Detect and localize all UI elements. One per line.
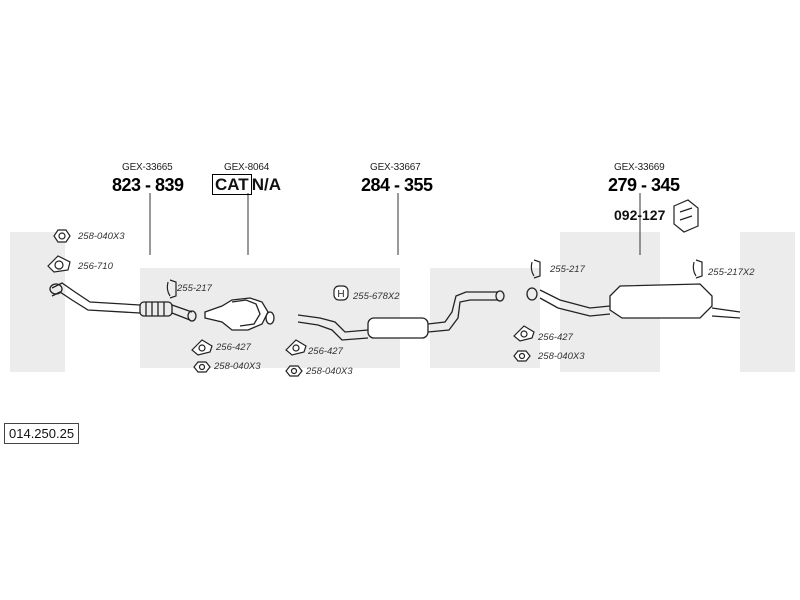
mounting-kit-code: 092-127 (614, 207, 666, 223)
part-gasket-left: 256-710 (78, 261, 113, 272)
cat-box: CAT (212, 174, 252, 195)
part-hanger-right: 255-217X2 (708, 267, 755, 278)
part-gasket-3: 256-427 (308, 346, 343, 357)
watermark-band-right (740, 232, 795, 372)
watermark-band-left (10, 232, 65, 372)
part-hanger-h: 255-678X2 (353, 291, 400, 302)
nut-icon-left (53, 229, 71, 243)
nut-icon-3 (285, 365, 303, 377)
gasket-icon-3 (285, 339, 307, 356)
part-clamp-right: 255-217 (550, 264, 585, 275)
clamp-icon-right (530, 259, 541, 279)
part-nut-2: 258-040X3 (214, 361, 261, 372)
mounting-kit-icon (673, 199, 699, 233)
nut-icon-2 (193, 361, 211, 373)
part-nut-left: 258-040X3 (78, 231, 125, 242)
clamp-icon-1 (166, 279, 177, 299)
price-range-4: 279 - 345 (608, 175, 680, 195)
rear-silencer-icon (526, 283, 741, 319)
gasket-icon-2 (191, 339, 213, 356)
part-nut-right: 258-040X3 (538, 351, 585, 362)
diagram-reference: 014.250.25 (4, 423, 80, 444)
group-code-2: GEX-8064 (224, 162, 270, 173)
part-nut-3: 258-040X3 (306, 366, 353, 377)
part-gasket-right: 256-427 (538, 332, 573, 343)
part-clamp-1: 255-217 (177, 283, 212, 294)
hanger-icon-right (692, 259, 703, 279)
group-code-4: GEX-33669 (614, 162, 665, 173)
catalytic-converter-icon (204, 297, 275, 331)
front-pipe-icon (49, 282, 197, 322)
hanger-icon-h: H (333, 285, 349, 301)
price-range-1: 823 - 839 (112, 175, 184, 195)
group-code-1: GEX-33665 (122, 162, 173, 173)
intermediate-pipe-icon (297, 290, 505, 341)
gasket-icon-left (47, 255, 71, 273)
cat-value: N/A (251, 175, 281, 194)
price-range-3: 284 - 355 (361, 175, 433, 195)
svg-text:H: H (337, 289, 344, 300)
gasket-icon-right (513, 325, 535, 342)
part-gasket-2: 256-427 (216, 342, 251, 353)
group-code-3: GEX-33667 (370, 162, 421, 173)
nut-icon-right (513, 350, 531, 362)
